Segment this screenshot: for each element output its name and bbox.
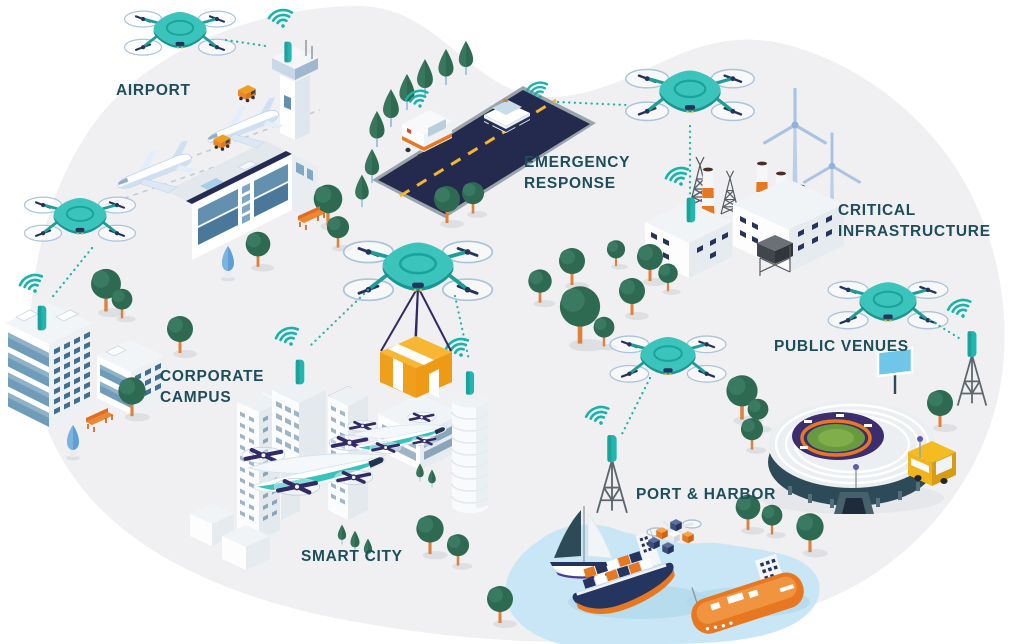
- power-plant-buildings: [645, 179, 844, 278]
- drone-icon: [123, 9, 237, 57]
- tanker-ship: [691, 554, 804, 634]
- public-venues-label: PUBLIC VENUES: [774, 338, 909, 355]
- antenna-icon: [284, 41, 292, 63]
- drone-link: [556, 100, 628, 107]
- emergency-response-label: EMERGENCY RESPONSE: [524, 154, 630, 192]
- cargo-drone: [646, 519, 702, 555]
- airport-label: AIRPORT: [116, 82, 191, 99]
- public-venues-scene: [726, 279, 986, 539]
- antenna-icon: [37, 305, 47, 331]
- drone-link: [307, 288, 370, 349]
- airport-control-tower: [266, 6, 318, 140]
- drone-link: [48, 246, 94, 302]
- antenna-icon: [686, 197, 696, 223]
- stadium-screen: [876, 346, 914, 394]
- drone-link: [224, 38, 268, 48]
- delivery-drone: [341, 239, 495, 398]
- drone-link: [928, 318, 964, 342]
- smart-city-scene: [190, 239, 495, 570]
- airport-terminal-building: [166, 141, 318, 260]
- emergency-response-scene: [355, 40, 628, 228]
- corporate-campus-label: CORPORATE CAMPUS: [160, 368, 265, 406]
- container-ship: [572, 528, 675, 614]
- water-tank: [757, 235, 793, 276]
- smart-city-label: SMART CITY: [301, 548, 403, 565]
- port-harbor-scene: [416, 334, 828, 644]
- drone-link: [453, 294, 471, 362]
- camera-posts: [853, 436, 923, 488]
- stadium: [768, 346, 936, 514]
- port-harbor-label: PORT & HARBOR: [636, 486, 776, 503]
- ambulance: [402, 86, 452, 159]
- package: [380, 336, 452, 398]
- antenna-icon: [465, 371, 475, 395]
- office-building-large: [5, 270, 92, 430]
- antenna-icon: [295, 359, 305, 385]
- corporate-campus-scene: [5, 195, 197, 461]
- critical-infrastructure-label: CRITICAL INFRASTRUCTURE: [838, 202, 991, 240]
- airport-scene: [104, 6, 353, 282]
- drone-link: [618, 376, 652, 440]
- police-car: [484, 78, 552, 133]
- critical-infrastructure-scene: [624, 67, 861, 295]
- cylinder-tower: [442, 334, 489, 513]
